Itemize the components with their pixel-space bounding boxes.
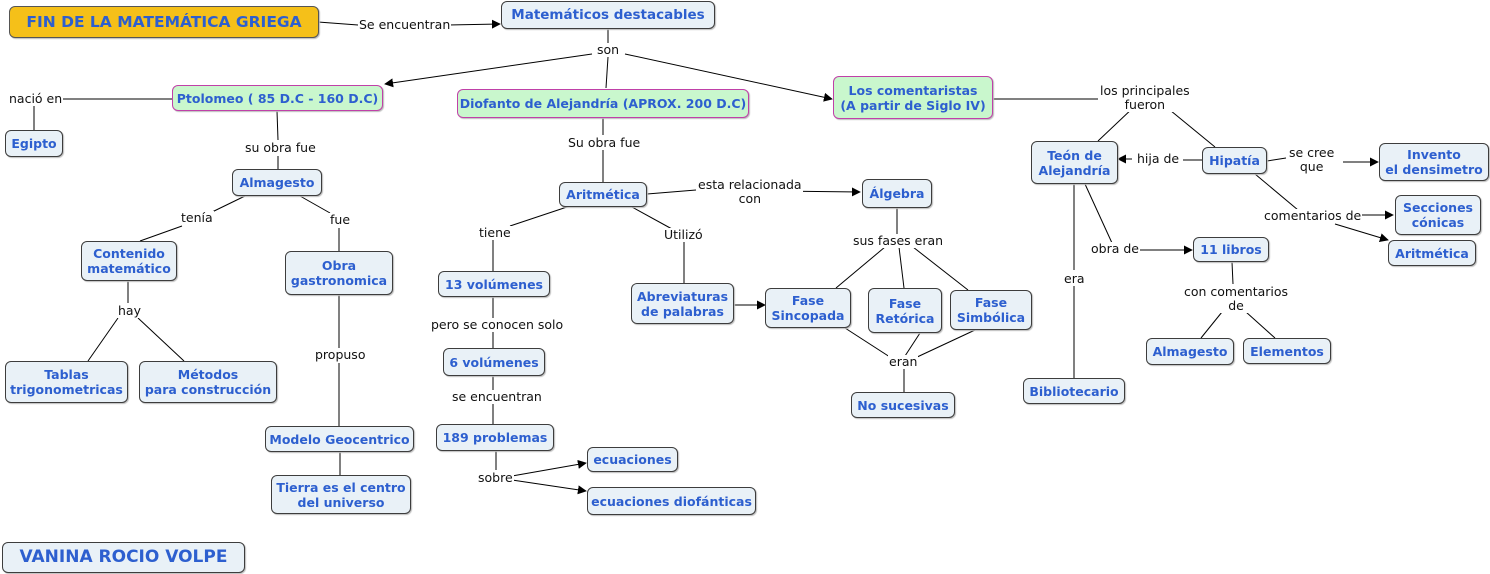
concept-13-volumenes: 13 volúmenes — [438, 271, 550, 297]
concept-11-libros: 11 libros — [1193, 237, 1269, 262]
concept-obra-gastronomica: Obra gastronomica — [285, 251, 393, 295]
link-label-se-encuentran-problemas: se encuentran — [451, 389, 543, 404]
link-label-sobre: sobre — [477, 470, 514, 485]
concept-189-problemas: 189 problemas — [436, 424, 554, 451]
link-label-era: era — [1063, 271, 1086, 286]
concept-abreviaturas: Abreviaturas de palabras — [631, 283, 734, 324]
concept-aritmetica: Aritmética — [559, 182, 647, 207]
concept-diofanto: Diofanto de Alejandría (APROX. 200 D.C) — [457, 89, 749, 118]
concept-fase-retorica: Fase Retórica — [868, 288, 942, 333]
link-label-con-comentarios: con comentarios de — [1183, 284, 1290, 313]
concept-almagesto: Almagesto — [232, 169, 322, 196]
concept-tierra-centro: Tierra es el centro del universo — [271, 475, 411, 514]
link-label-sus-fases-eran: sus fases eran — [852, 233, 945, 248]
link-label-su-obra-fue-diofanto: Su obra fue — [567, 135, 642, 150]
link-label-utilizo: Utilizó — [663, 227, 704, 242]
concept-6-volumenes: 6 volúmenes — [443, 348, 545, 376]
concept-no-sucesivas: No sucesivas — [851, 392, 955, 418]
concept-secciones-conicas: Secciones cónicas — [1395, 195, 1481, 235]
link-label-comentarios-de: comentarios de — [1263, 208, 1363, 223]
link-label-obra-de: obra de — [1090, 241, 1140, 256]
concept-bibliotecario: Bibliotecario — [1023, 378, 1125, 404]
link-label-propuso: propuso — [314, 347, 367, 362]
link-label-esta-relacionada: esta relacionada con — [697, 177, 803, 206]
concept-aritmetica-hipatia: Aritmética — [1388, 240, 1476, 266]
concept-contenido-matematico: Contenido matemático — [81, 241, 177, 281]
link-label-su-obra-fue: su obra fue — [244, 140, 317, 155]
concept-algebra: Álgebra — [862, 179, 932, 208]
concept-ecuaciones: ecuaciones — [587, 447, 678, 472]
concept-modelo-geocentrico: Modelo Geocentrico — [265, 426, 414, 452]
link-label-se-cree-que: se cree que — [1288, 145, 1336, 174]
concept-almagesto-comentario: Almagesto — [1146, 338, 1234, 365]
concept-elementos: Elementos — [1243, 338, 1331, 364]
concept-egipto: Egipto — [5, 130, 63, 157]
author-name: VANINA ROCIO VOLPE — [2, 542, 245, 573]
concept-matematicos-destacables: Matemáticos destacables — [501, 1, 715, 29]
concept-hipatia: Hipatía — [1202, 147, 1267, 174]
concept-title: FIN DE LA MATEMÁTICA GRIEGA — [9, 6, 319, 38]
link-label-eran: eran — [888, 354, 919, 369]
link-label-nacio-en: nació en — [8, 91, 64, 106]
concept-tablas-trigonometricas: Tablas trigonometricas — [5, 361, 128, 403]
link-label-tenia: tenía — [180, 210, 214, 225]
link-label-hija-de: hija de — [1136, 151, 1181, 166]
link-label-tiene: tiene — [478, 225, 512, 240]
concept-ecuaciones-diofanticas: ecuaciones diofánticas — [587, 487, 756, 515]
link-label-pero-se-conocen: pero se conocen solo — [430, 317, 565, 332]
concept-metodos-construccion: Métodos para construcción — [139, 361, 277, 403]
concept-invento-densimetro: Invento el densimetro — [1379, 143, 1489, 181]
link-label-hay: hay — [117, 303, 142, 318]
link-label-fue: fue — [329, 212, 352, 227]
concept-ptolomeo: Ptolomeo ( 85 D.C - 160 D.C) — [172, 85, 383, 111]
concept-los-comentaristas: Los comentaristas (A partir de Siglo IV) — [833, 76, 993, 119]
link-label-se-encuentran: Se encuentran — [358, 17, 452, 32]
concept-fase-sincopada: Fase Sincopada — [765, 288, 851, 328]
concept-fase-simbolica: Fase Simbólica — [950, 290, 1032, 330]
link-label-los-principales: los principales fueron — [1099, 83, 1191, 112]
link-label-son: son — [596, 42, 621, 57]
concept-teon-de-alejandria: Teón de Alejandría — [1031, 141, 1118, 184]
